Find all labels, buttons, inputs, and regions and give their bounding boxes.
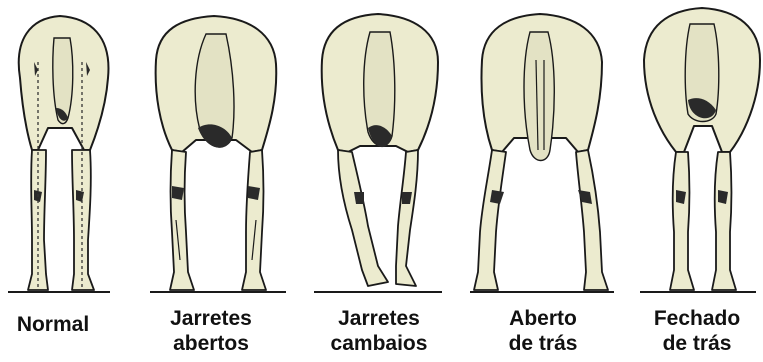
label-aberto-de-tras-line-1: Aberto	[468, 306, 618, 331]
label-aberto-de-tras-line-2: de trás	[468, 331, 618, 356]
label-fechado-de-tras: Fechado de trás	[622, 306, 763, 356]
label-normal-line-1: Normal	[0, 312, 128, 337]
panel-fechado-de-tras-drawing	[644, 8, 760, 290]
label-jarretes-abertos-line-1: Jarretes	[136, 306, 286, 331]
panel-jarretes-cambaios-drawing	[314, 14, 442, 292]
label-aberto-de-tras: Aberto de trás	[468, 306, 618, 356]
label-normal: Normal	[0, 312, 128, 337]
panel-normal-drawing	[19, 16, 109, 290]
label-fechado-de-tras-line-2: de trás	[622, 331, 763, 356]
panel-aberto-de-tras-drawing	[474, 14, 608, 290]
panel-jarretes-abertos-drawing	[156, 16, 277, 290]
label-jarretes-abertos: Jarretes abertos	[136, 306, 286, 356]
label-jarretes-cambaios-line-1: Jarretes	[304, 306, 454, 331]
label-jarretes-abertos-line-2: abertos	[136, 331, 286, 356]
label-jarretes-cambaios: Jarretes cambaios	[304, 306, 454, 356]
label-fechado-de-tras-line-1: Fechado	[622, 306, 763, 331]
label-jarretes-cambaios-line-2: cambaios	[304, 331, 454, 356]
